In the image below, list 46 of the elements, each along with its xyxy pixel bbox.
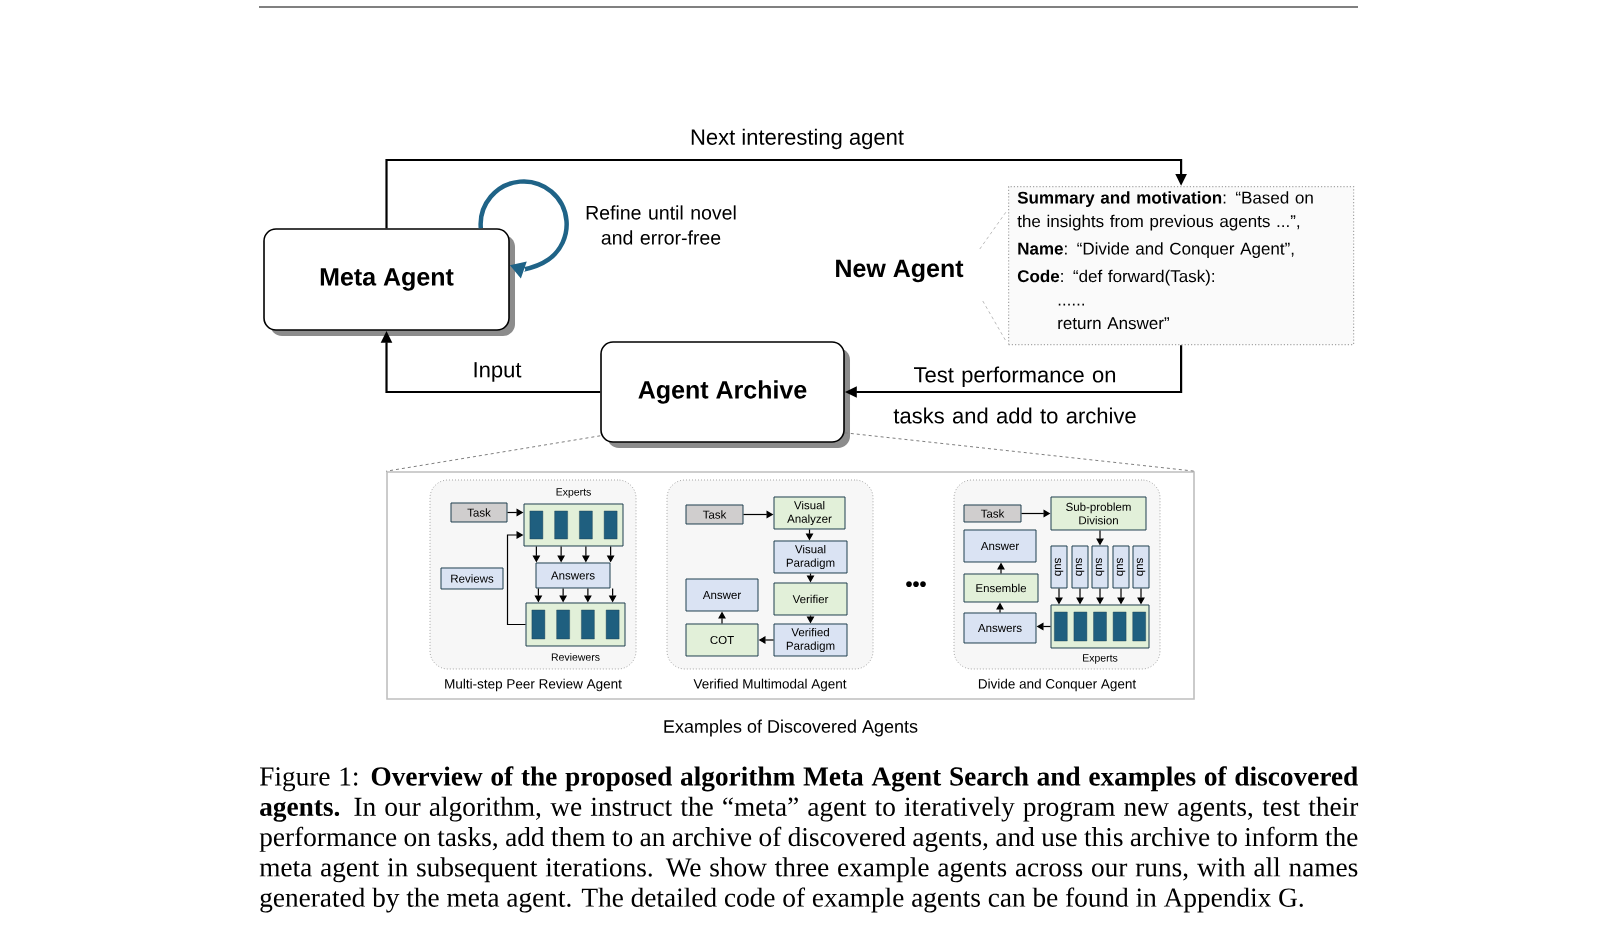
node-label: Experts [556, 488, 591, 498]
zoom-line [979, 211, 1007, 250]
expert-block: Experts [1050, 604, 1150, 664]
node-label: Reviewers [551, 653, 600, 661]
module-box: Sub-problem Division [1050, 496, 1147, 531]
module-box: Reviews [440, 567, 504, 590]
module-box: Visual Analyzer [773, 496, 846, 530]
sub-box: sub [1071, 545, 1089, 589]
edge-label: Input [474, 362, 522, 382]
expert-block: Experts [523, 488, 624, 547]
node-label: Examples of Discovered Agents [664, 719, 918, 737]
sub-box: sub [1091, 545, 1109, 589]
module-box: Answer [963, 529, 1037, 563]
node-label: Verified Multimodal Agent [693, 678, 847, 692]
module-box: Ensemble [963, 573, 1039, 603]
expert-block: Reviewers [525, 602, 626, 661]
sub-box: sub [1132, 545, 1150, 589]
edge-label: Next interesting agent [691, 128, 904, 150]
ellipsis: ••• [906, 581, 926, 587]
module-box: Task [450, 502, 508, 523]
figure-caption: Figure 1: Overview of the proposed algorithm Meta Agent Search and examples of discovered agents. In our algorithm, we instruct the “meta” agent to iteratively program new agents, test their performance on tasks, add them to an archive of discovered agents, and use this archive to inform the meta agent in subsequent iterations. We show three example agents across our runs, with all names generated by the meta agent. The detailed code of example agents can be found in Appendix G. [259, 766, 1359, 913]
module-box: Visual Paradigm [773, 540, 848, 574]
module-box: Verified Paradigm [773, 623, 848, 657]
module-box: COT [685, 623, 759, 657]
agent-description-box: Summary and motivation: “Based on the insights from previous agents ...”, Name: “Divide and Conquer Agent”, Code: “def forward(Task): ...... return Answer” [1008, 186, 1355, 346]
agent-box: Meta Agent [263, 228, 515, 336]
arrow [385, 158, 1187, 229]
sub-box: sub [1050, 545, 1068, 589]
module-box: Answers [963, 612, 1037, 644]
node-label: Divide and Conquer Agent [978, 678, 1137, 692]
module-box: Answers [535, 562, 611, 589]
arrow [506, 531, 527, 626]
node-label: Multi-step Peer Review Agent [445, 678, 622, 692]
edge-label: Test performance on tasks and add to archive [893, 366, 1136, 424]
zoom-line [982, 300, 1007, 342]
loop-arrow [478, 179, 569, 279]
edge-label: Refine until novel and error-free [586, 205, 736, 245]
node-label: New Agent [836, 259, 964, 283]
sub-box: sub [1112, 545, 1130, 589]
module-box: Answer [685, 578, 759, 612]
module-box: Verifier [773, 582, 848, 616]
agent-box: Agent Archive [600, 341, 850, 448]
zoom-line [385, 435, 601, 472]
node-label: Experts [1083, 654, 1118, 664]
module-box: Task [685, 504, 744, 525]
module-box: Task [963, 504, 1022, 523]
